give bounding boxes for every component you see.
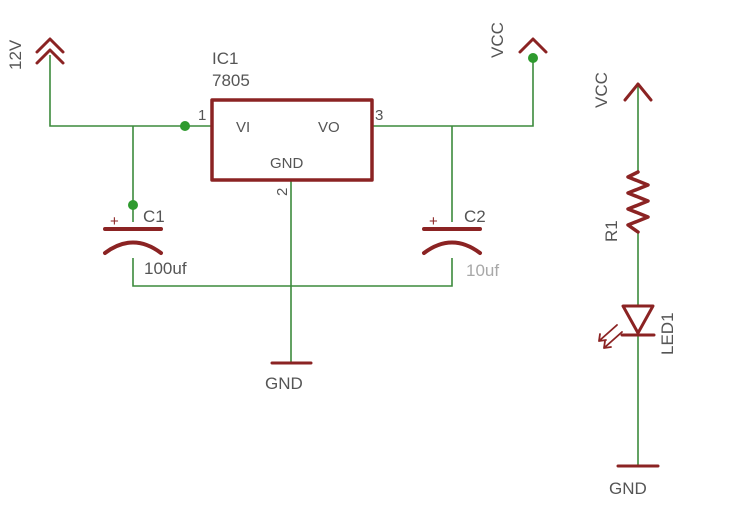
wire-12v-to-vi: [49, 55, 212, 127]
c1-plate-negative: [103, 240, 163, 255]
regulator-pin2-number: 2: [274, 188, 291, 196]
regulator-pin-gnd-label: GND: [270, 155, 304, 172]
r1-name: R1: [602, 220, 621, 242]
regulator-ic1: IC1 7805 VI VO GND 1 3 2: [198, 49, 383, 196]
regulator-pin-vi-label: VI: [236, 119, 250, 136]
gnd-right-label: GND: [609, 479, 647, 498]
c2-plate-negative: [422, 240, 482, 255]
supply-vcc-right-label: VCC: [592, 72, 611, 108]
c1-name: C1: [143, 207, 165, 226]
regulator-body: [210, 98, 374, 182]
gnd-right-symbol: GND: [609, 464, 660, 498]
regulator-pin3-number: 3: [375, 107, 383, 124]
capacitor-c1: + C1 100uf: [103, 207, 187, 278]
supply-vcc-left-label: VCC: [488, 22, 507, 58]
led1-triangle: [621, 304, 655, 335]
wire-gnd-bus: [132, 258, 453, 287]
led1-emission-arrows: [598, 324, 623, 349]
supply-vcc-right-symbol: VCC: [592, 72, 653, 108]
junction-vcc: [528, 53, 538, 63]
regulator-value: 7805: [212, 71, 250, 90]
junction-c1: [128, 200, 138, 210]
gnd-left-label: GND: [265, 374, 303, 393]
led-led1: LED1: [598, 304, 677, 355]
regulator-pin1-number: 1: [198, 107, 206, 124]
junction-vi: [180, 121, 190, 131]
c2-plus-sign: +: [429, 213, 438, 230]
resistor-r1: R1: [602, 170, 650, 242]
supply-12v-label: 12V: [6, 39, 25, 70]
regulator-pin-vo-label: VO: [318, 119, 340, 136]
c1-plus-sign: +: [110, 213, 119, 230]
supply-vcc-left-symbol: VCC: [488, 22, 548, 58]
wire-vo-to-vcc: [372, 55, 534, 127]
regulator-name: IC1: [212, 49, 238, 68]
c2-name: C2: [464, 207, 486, 226]
r1-zigzag: [626, 170, 650, 234]
supply-12v-symbol: 12V: [6, 37, 65, 70]
wires: [49, 55, 639, 466]
led1-name: LED1: [658, 312, 677, 355]
c2-value: 10uf: [466, 261, 499, 280]
c1-value: 100uf: [144, 259, 187, 278]
capacitor-c2: + C2 10uf: [422, 207, 499, 280]
gnd-left-symbol: GND: [265, 361, 313, 393]
